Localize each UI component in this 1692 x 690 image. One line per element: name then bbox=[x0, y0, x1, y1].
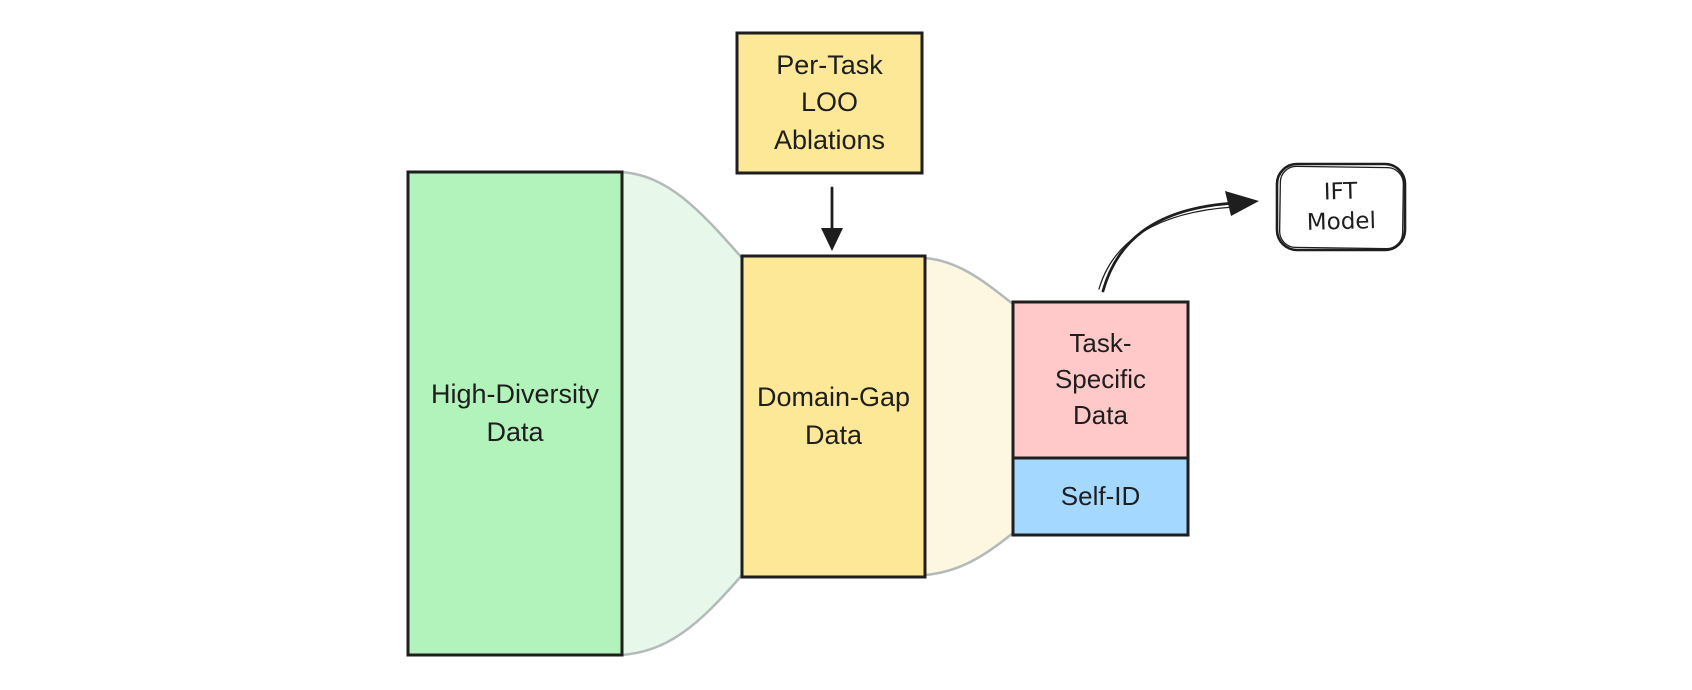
ift-model-box-outline bbox=[1275, 162, 1407, 252]
funnel-yellow-shape bbox=[923, 256, 1015, 577]
loo-to-domain-arrow bbox=[821, 186, 843, 251]
high-diversity-data-box bbox=[406, 170, 624, 657]
domain-gap-data-box bbox=[740, 254, 927, 579]
task-to-ift-arrow-sketch-curve bbox=[1098, 206, 1234, 290]
ift-model-box bbox=[1275, 162, 1407, 252]
self-id-box bbox=[1011, 456, 1190, 537]
task-specific-data-box bbox=[1011, 300, 1190, 460]
loo-to-domain-arrow-head-icon bbox=[821, 228, 843, 251]
per-task-loo-ablations-box bbox=[735, 31, 924, 175]
funnel-green-shape bbox=[620, 170, 744, 657]
task-to-ift-arrow-head-icon bbox=[1225, 191, 1259, 216]
task-to-ift-arrow bbox=[1098, 191, 1259, 293]
ift-model-box-sketch-outline bbox=[1279, 165, 1404, 250]
